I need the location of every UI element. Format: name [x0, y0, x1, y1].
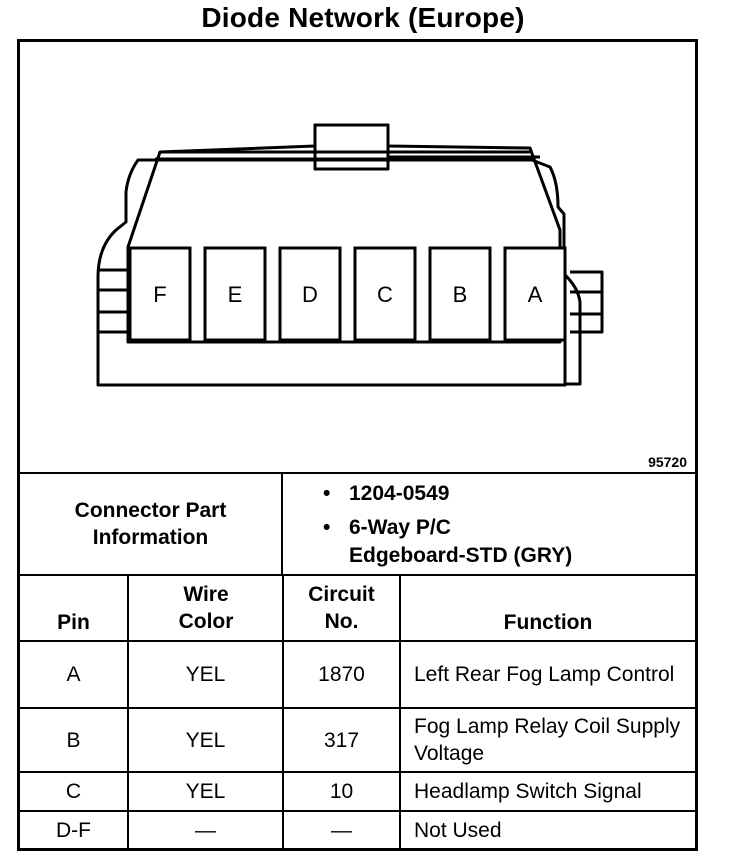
part-info-item: • 6-Way P/C Edgeboard-STD (GRY): [323, 514, 693, 570]
divider-header: [20, 640, 695, 642]
connector-body-outline: [96, 158, 582, 387]
pin-label-b: B: [453, 282, 468, 307]
divider-row-b: [20, 771, 695, 773]
row-c-function: Headlamp Switch Signal: [414, 780, 642, 803]
connector-type: 6-Way P/C Edgeboard-STD (GRY): [349, 516, 573, 567]
page-title: Diode Network (Europe): [201, 2, 525, 33]
header-function: Function: [503, 611, 593, 634]
part-number: 1204-0549: [349, 482, 450, 505]
row-df-pin: D-F: [56, 819, 91, 842]
pin-cavity-b: [428, 246, 492, 342]
row-b-function: Fog Lamp Relay Coil Supply Voltage: [414, 715, 681, 765]
part-info-list: • 1204-0549 • 6-Way P/C Edgeboard-STD (G…: [323, 480, 693, 576]
row-c-pin: C: [65, 780, 82, 803]
header-wire-color: Wire Color: [178, 583, 234, 633]
header-pin: Pin: [57, 611, 90, 634]
part-info-label: Connector Part Information: [74, 499, 227, 549]
pin-cavity-d: [278, 246, 342, 342]
row-c-circuit: 10: [329, 780, 354, 803]
pin-label-c: C: [377, 282, 393, 307]
row-df-wire-color: —: [195, 819, 216, 842]
bullet-icon: •: [323, 482, 331, 505]
right-tab: [570, 270, 604, 334]
divider-row-c: [20, 810, 695, 812]
part-info-item: • 1204-0549: [323, 480, 693, 508]
divider-diagram: [20, 472, 695, 474]
row-a-function: Left Rear Fog Lamp Control: [414, 663, 675, 686]
pin-cavity-f: [128, 246, 192, 342]
pin-cavity-c: [353, 246, 417, 342]
divider-part-info-vertical: [281, 472, 283, 574]
pin-label-e: E: [228, 282, 243, 307]
divider-circuit-col: [399, 574, 401, 851]
connector-lower-frame: [96, 338, 567, 387]
row-a-wire-color: YEL: [185, 663, 226, 686]
figure-number: 95720: [648, 454, 687, 470]
row-a-circuit: 1870: [318, 663, 365, 686]
pin-label-f: F: [153, 282, 166, 307]
pin-label-d: D: [302, 282, 318, 307]
row-b-circuit: 317: [323, 728, 360, 752]
row-c-wire-color: YEL: [185, 780, 226, 803]
row-b-pin: B: [66, 728, 81, 752]
pin-cavity-a: [503, 246, 567, 342]
row-a-pin: A: [66, 663, 81, 686]
row-df-circuit: —: [331, 819, 352, 842]
bullet-icon: •: [323, 516, 331, 539]
pin-label-a: A: [528, 282, 543, 307]
pin-cavity-e: [203, 246, 267, 342]
divider-pin-col: [127, 574, 129, 851]
divider-wire-col: [282, 574, 284, 851]
left-tab: [98, 268, 130, 334]
connector-latch: [313, 123, 390, 171]
divider-row-a: [20, 707, 695, 709]
row-df-function: Not Used: [414, 819, 502, 842]
row-b-wire-color: YEL: [185, 728, 226, 752]
header-circuit: Circuit No.: [308, 583, 375, 633]
divider-part-info: [20, 574, 695, 576]
